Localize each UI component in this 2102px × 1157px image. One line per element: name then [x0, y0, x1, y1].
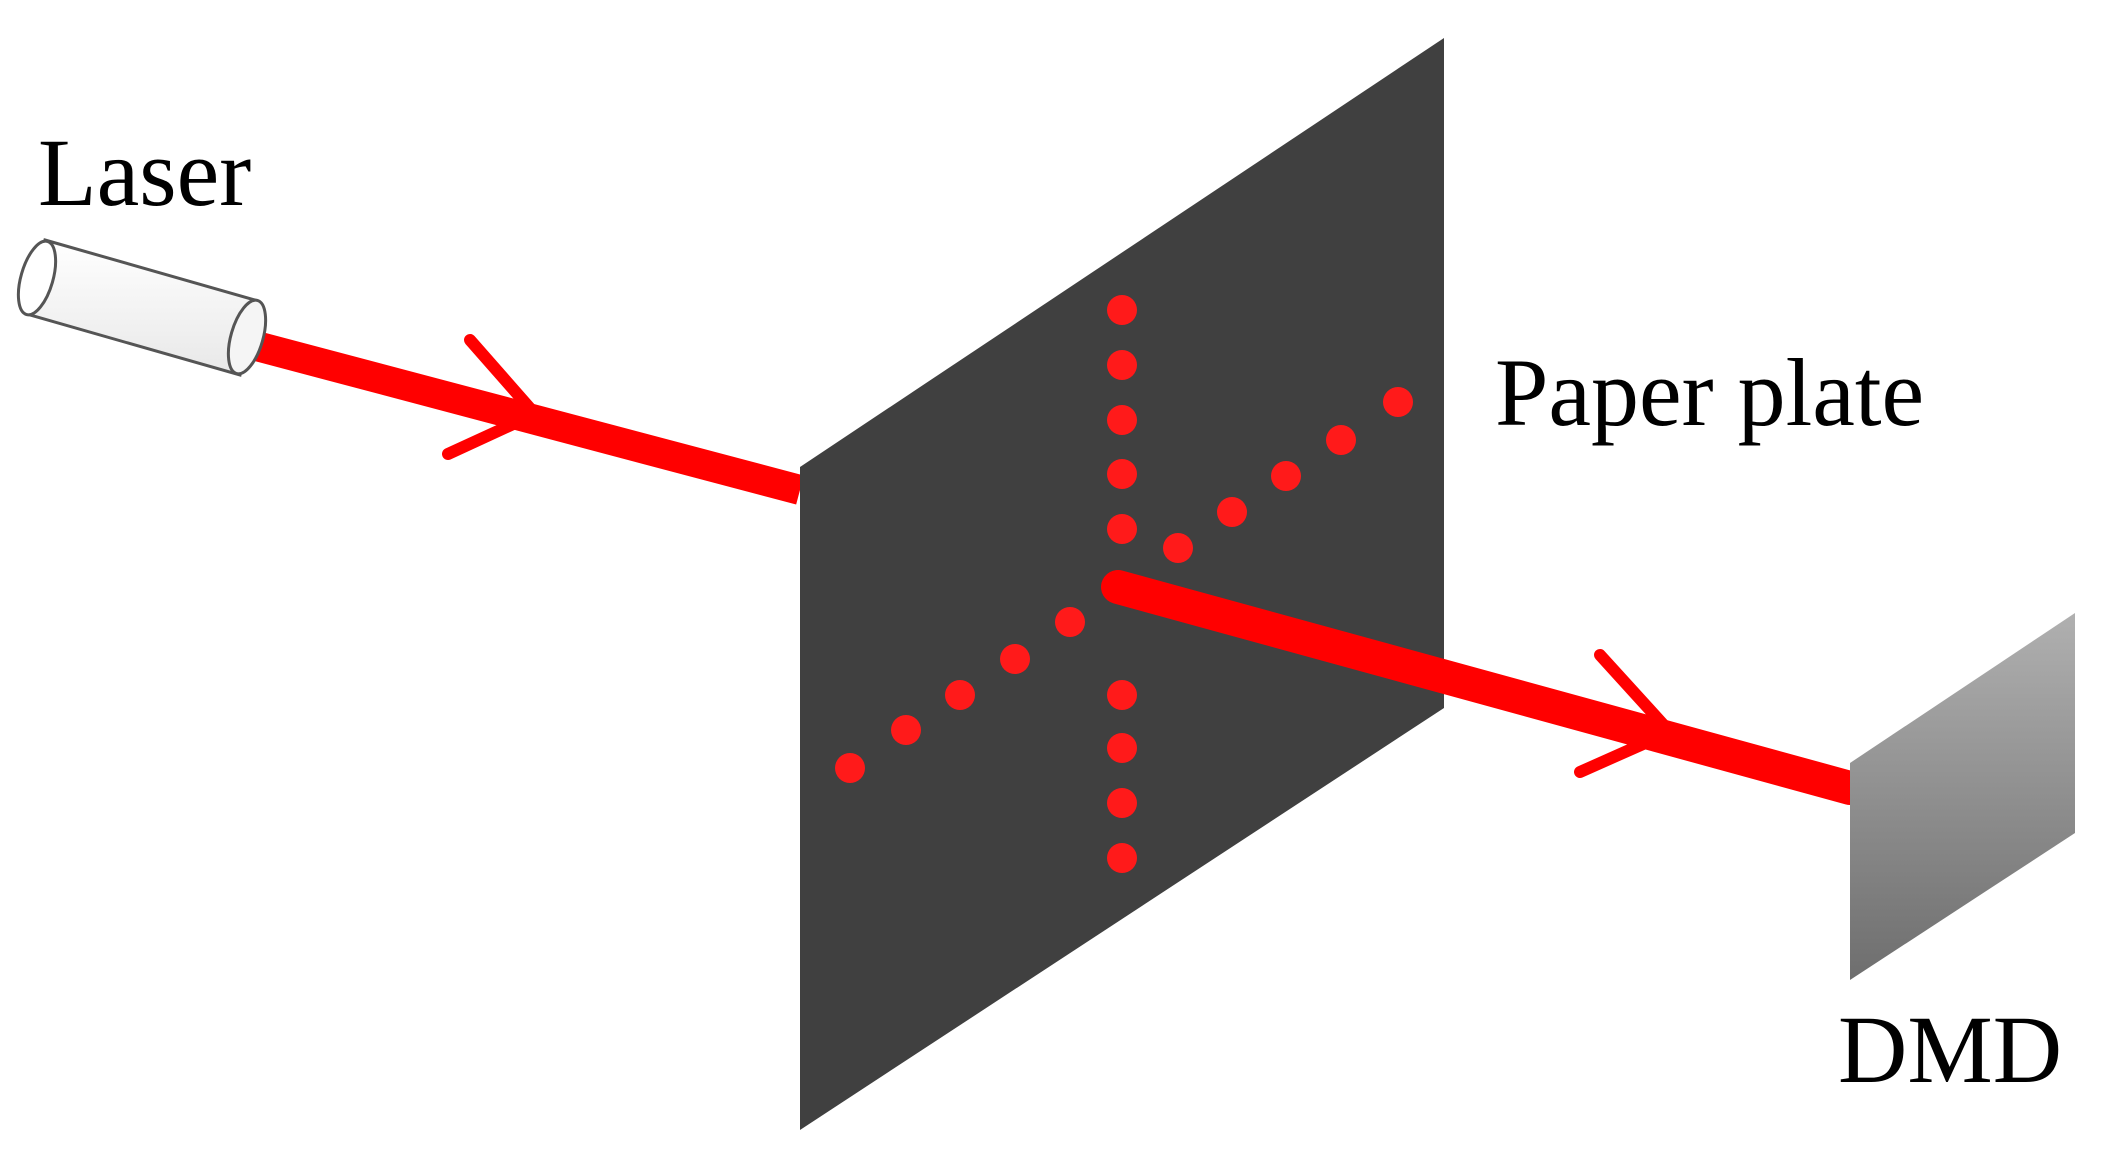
diffraction-dot	[1107, 350, 1137, 380]
diffraction-dot	[1107, 788, 1137, 818]
diffraction-dot	[1055, 607, 1085, 637]
diffraction-dot	[1000, 644, 1030, 674]
laser-source-icon	[16, 238, 268, 377]
diffraction-dot	[1326, 425, 1356, 455]
diffraction-dot	[1107, 843, 1137, 873]
diffraction-dot	[945, 680, 975, 710]
paper-plate-label: Paper plate	[1495, 339, 1924, 446]
diffraction-dot	[1107, 405, 1137, 435]
diffraction-dot	[1107, 733, 1137, 763]
laser-label: Laser	[38, 119, 251, 226]
diffraction-dot	[1271, 461, 1301, 491]
diffraction-dot	[1107, 295, 1137, 325]
diffraction-dot	[1217, 497, 1247, 527]
direction-arrow-icon	[442, 334, 541, 460]
diffraction-dot	[1107, 514, 1137, 544]
diffraction-dot	[891, 715, 921, 745]
diffraction-dot-pattern	[835, 295, 1413, 873]
diffraction-dot	[1383, 387, 1413, 417]
diffraction-dot	[835, 753, 865, 783]
dmd-panel-icon	[1850, 613, 2075, 980]
direction-arrow-icon	[1574, 649, 1676, 778]
diffraction-dot	[1163, 533, 1193, 563]
outgoing-laser-beam	[1101, 570, 1867, 805]
diffraction-dot	[1107, 680, 1137, 710]
dmd-label: DMD	[1838, 996, 2062, 1103]
diffraction-dot	[1107, 459, 1137, 489]
